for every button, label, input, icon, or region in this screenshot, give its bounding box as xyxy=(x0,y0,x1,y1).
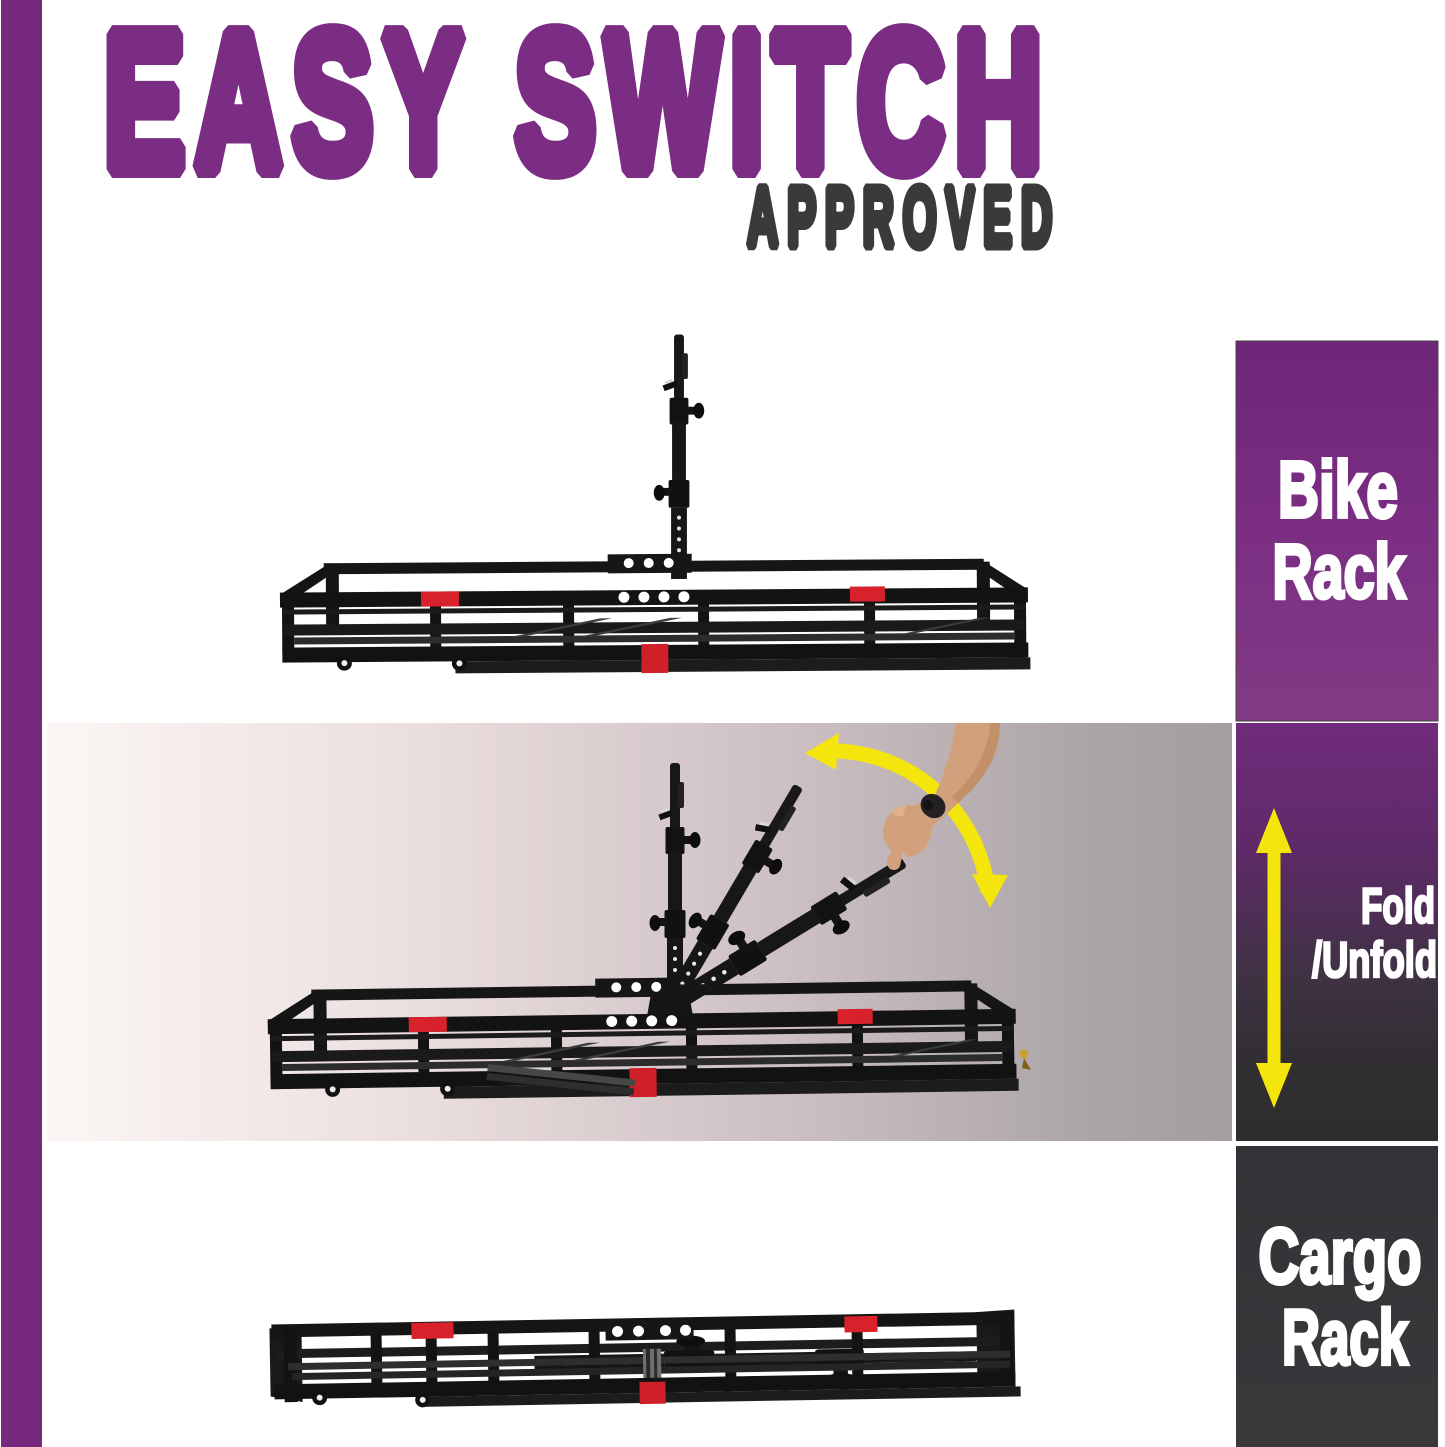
svg-text:Cargo: Cargo xyxy=(1259,1211,1422,1300)
svg-text:Fold: Fold xyxy=(1361,878,1435,934)
svg-text:/Unfold: /Unfold xyxy=(1312,932,1437,988)
svg-text:Bike: Bike xyxy=(1278,445,1398,534)
svg-text:Rack: Rack xyxy=(1273,529,1406,615)
svg-text:EASY SWITCH: EASY SWITCH xyxy=(104,0,1052,211)
svg-text:APPROVED: APPROVED xyxy=(747,170,1061,264)
svg-text:Rack: Rack xyxy=(1282,1293,1408,1381)
